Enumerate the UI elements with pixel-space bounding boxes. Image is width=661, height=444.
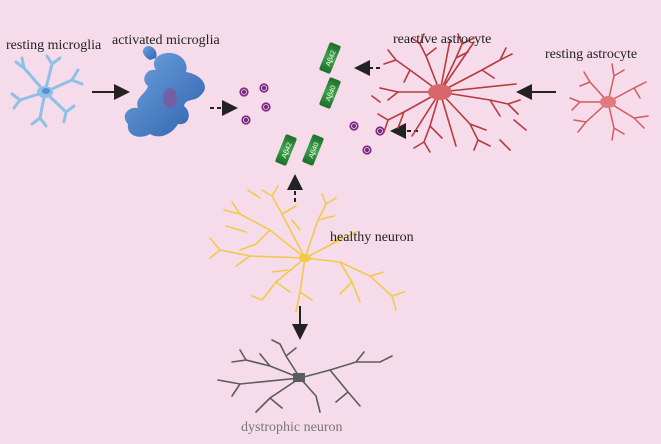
reactive-astrocyte-cell — [371, 33, 527, 153]
activated-microglia-cell — [124, 46, 205, 137]
reactive-astrocyte-label: reactive astrocyte — [393, 32, 492, 47]
cytokine — [238, 86, 250, 98]
resting-microglia-cell — [10, 54, 84, 128]
activated-microglia-label: activated microglia — [112, 33, 220, 48]
cytokine — [258, 82, 270, 94]
cytokine — [348, 120, 360, 132]
abeta40-peptide-top: Aβ40 — [319, 77, 341, 109]
cytokine — [260, 101, 272, 113]
dystrophic-neuron-label: dystrophic neuron — [241, 420, 343, 435]
cytokine — [240, 114, 252, 126]
abeta42-peptide-bottom: Aβ42 — [275, 134, 297, 166]
cytokines — [238, 82, 386, 156]
healthy-neuron-label: healthy neuron — [330, 230, 414, 245]
resting-microglia-label: resting microglia — [6, 38, 102, 53]
abeta40-peptide-bottom: Aβ40 — [302, 134, 324, 166]
resting-astrocyte-label: resting astrocyte — [545, 47, 638, 62]
resting-astrocyte-cell — [569, 63, 649, 141]
dystrophic-neuron-cell — [217, 339, 393, 413]
healthy-neuron-cell — [209, 185, 405, 313]
abeta42-peptide-top: Aβ42 — [319, 42, 341, 74]
cytokine — [361, 144, 373, 156]
